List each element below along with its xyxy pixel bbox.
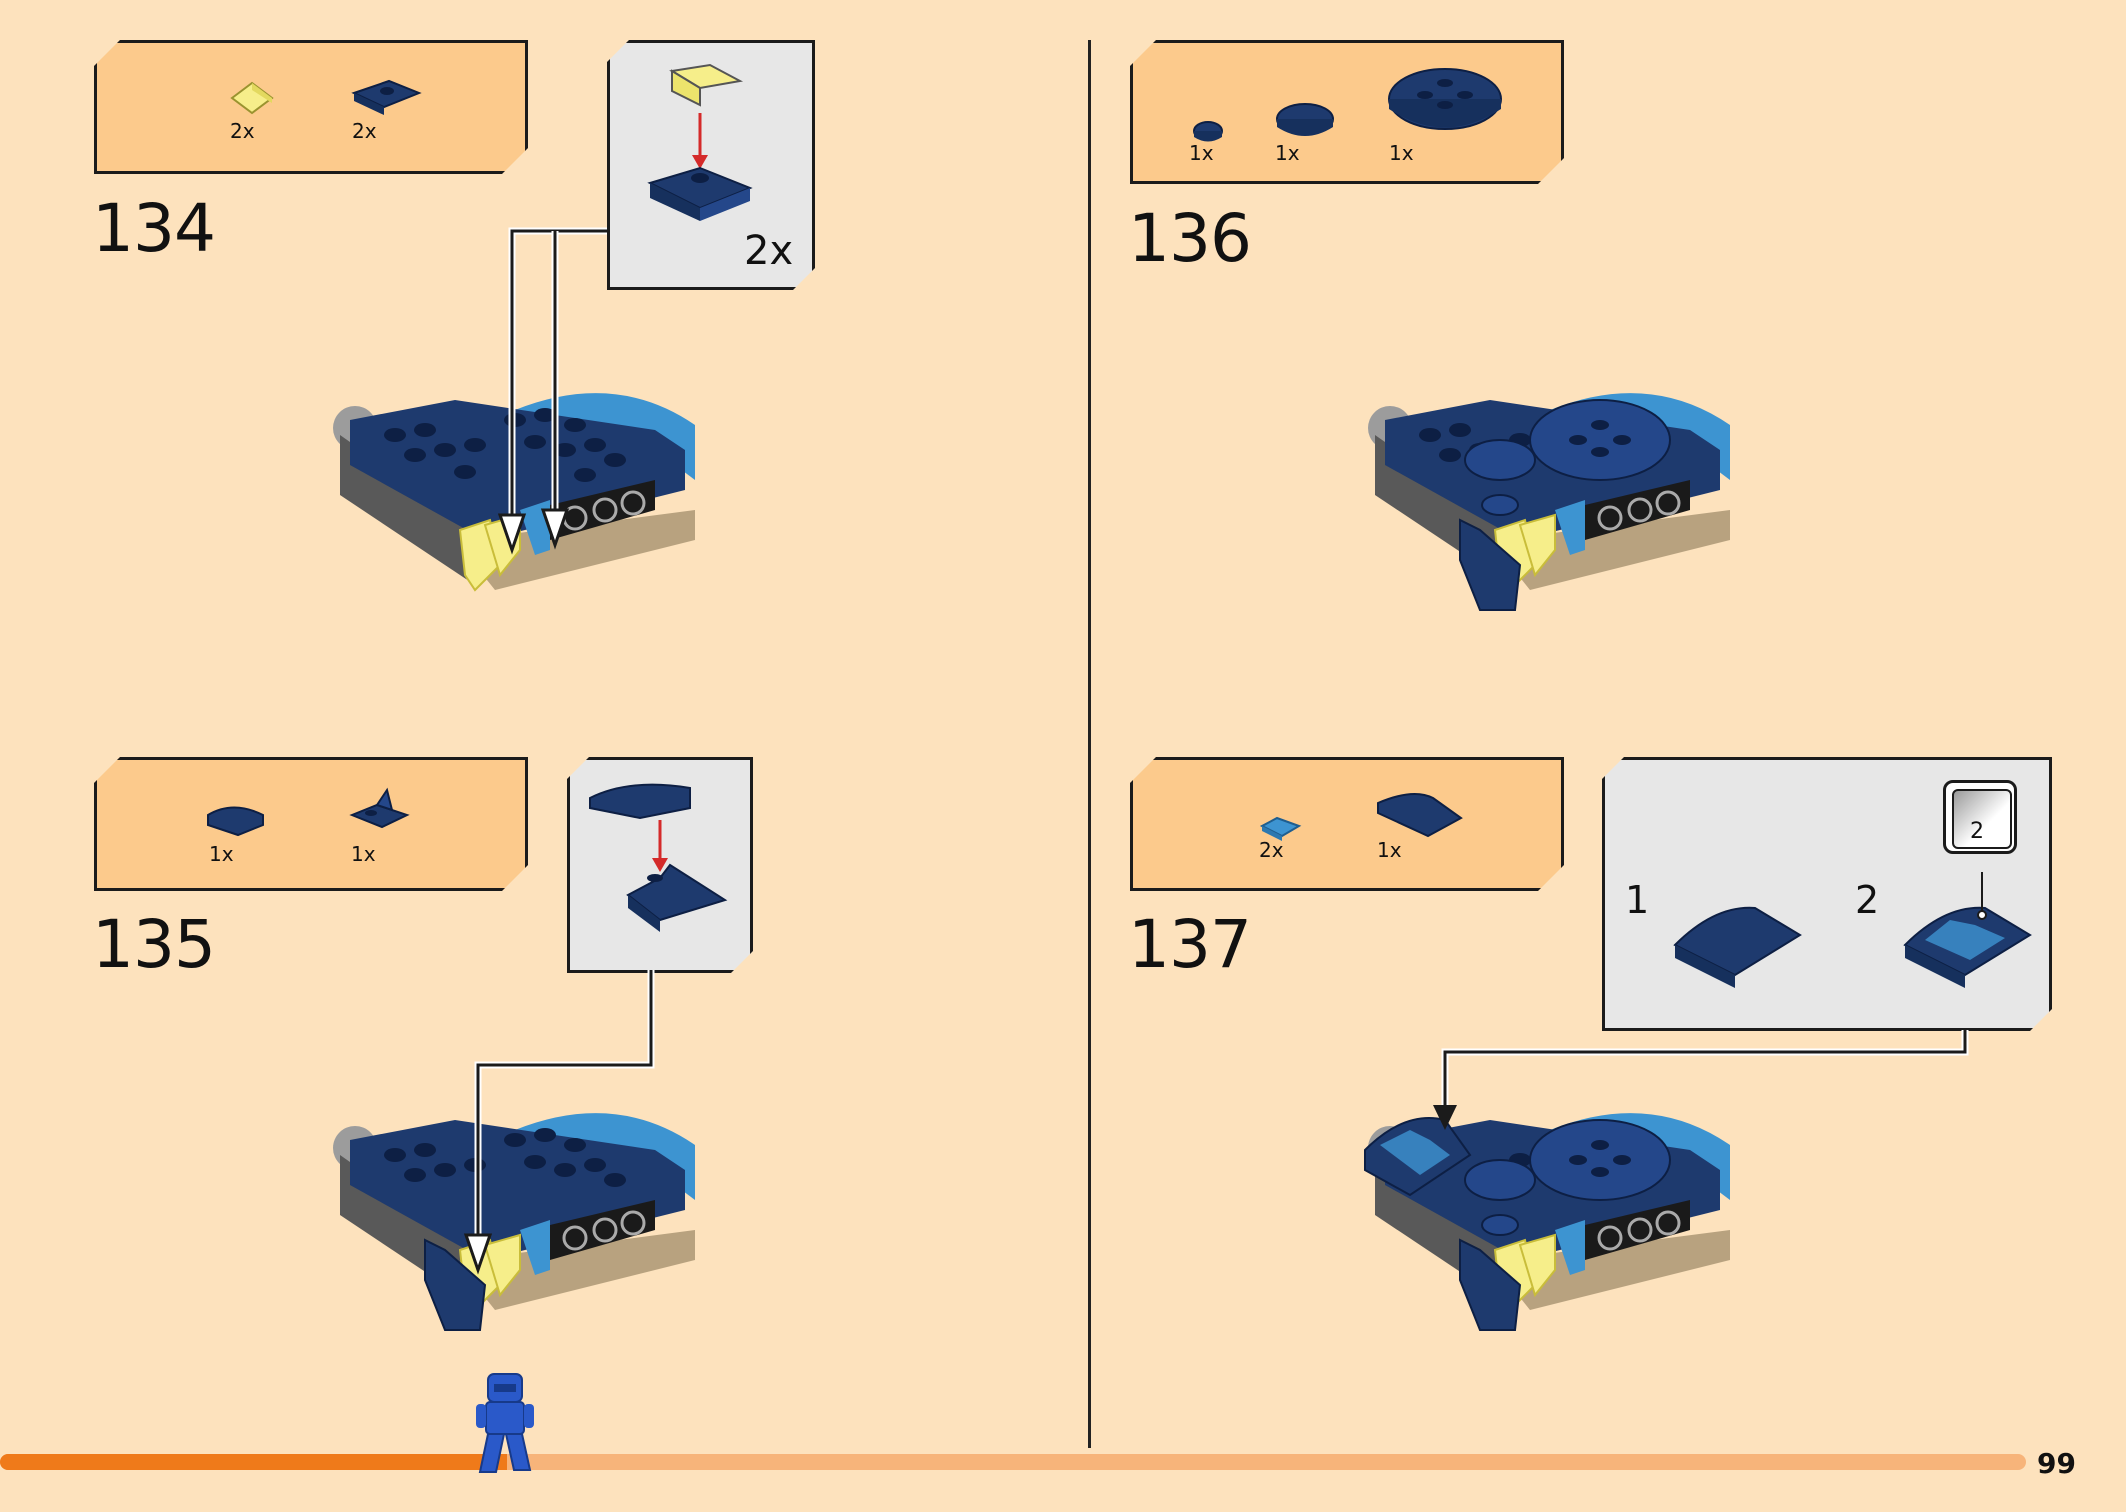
blue-bracket-icon	[347, 785, 427, 845]
step-number: 137	[1128, 906, 1252, 983]
progress-bar-track	[0, 1454, 2026, 1470]
page-divider	[1088, 40, 1091, 1448]
minifigure-icon	[476, 1373, 534, 1473]
part-qty: 1x	[1275, 141, 1300, 165]
callout-qty: 2x	[744, 228, 794, 274]
part-qty: 1x	[1189, 141, 1214, 165]
part-qty: 1x	[1377, 838, 1402, 862]
callout-assembly	[570, 760, 750, 970]
blue-round-tile-small-icon	[1188, 111, 1228, 151]
model-135	[331, 1111, 697, 1331]
step-number: 134	[92, 190, 216, 267]
sticker-application	[1605, 760, 2045, 1030]
part-qty: 1x	[1389, 141, 1414, 165]
parts-list-134: 2x 2x	[94, 40, 528, 174]
blue-curved-slope-icon	[203, 800, 283, 850]
callout-assembly	[610, 43, 810, 283]
parts-list-136: 1x 1x 1x	[1130, 40, 1564, 184]
parts-list-135: 1x 1x	[94, 757, 528, 891]
blue-round-plate-large-icon	[1383, 61, 1513, 141]
callout-137: 1 2 2	[1602, 757, 2052, 1031]
progress-bar-fill	[0, 1454, 507, 1470]
arrow-135	[463, 970, 655, 1275]
arrow-137	[1433, 1030, 1969, 1130]
model-134	[331, 391, 697, 592]
callout-135	[567, 757, 753, 973]
arrows-134	[497, 227, 607, 555]
substep-number: 1	[1625, 878, 1650, 922]
parts-list-137: 2x 1x	[1130, 757, 1564, 891]
callout-134: 2x	[607, 40, 815, 290]
blue-round-tile-medium-icon	[1270, 97, 1340, 147]
step-number: 136	[1128, 200, 1252, 277]
part-qty: 2x	[1259, 838, 1284, 862]
page-number: 99	[2037, 1447, 2076, 1480]
substep-number: 2	[1855, 878, 1880, 922]
step-number: 135	[92, 906, 216, 983]
part-qty: 2x	[352, 119, 377, 143]
model-136	[1366, 391, 1732, 611]
blue-curved-slope-icon	[1373, 788, 1473, 848]
part-qty: 2x	[230, 119, 255, 143]
model-137	[1364, 1111, 1732, 1331]
yellow-slope-icon	[227, 68, 307, 128]
light-blue-tile-icon	[1257, 808, 1317, 848]
blue-plate-icon	[349, 73, 429, 123]
sticker-icon: 2	[1943, 780, 2017, 854]
sticker-number: 2	[1970, 819, 1984, 844]
part-qty: 1x	[351, 842, 376, 866]
part-qty: 1x	[209, 842, 234, 866]
